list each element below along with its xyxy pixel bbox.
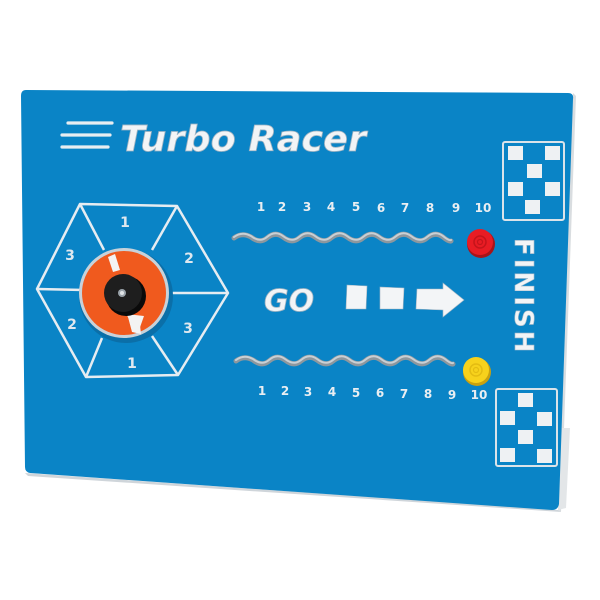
spinner-hexagon	[35, 202, 230, 379]
speed-lines-icon	[60, 121, 114, 149]
checkered-flag-top-icon	[502, 141, 565, 221]
panel-bottom-edge	[25, 473, 561, 512]
spinner-segment-lower-left: 2	[67, 317, 77, 333]
svg-text:2: 2	[281, 384, 289, 398]
red-racer-knob[interactable]	[467, 229, 495, 258]
panel-support	[558, 428, 570, 510]
svg-text:3: 3	[303, 200, 311, 214]
top-wavy-track-highlight	[233, 232, 452, 242]
spinner-segment-bottom: 1	[127, 356, 137, 372]
bottom-track-numbers: 1 2 3 4 5 6 7 8 9 10	[258, 384, 488, 402]
game-panel	[21, 90, 574, 510]
svg-text:4: 4	[327, 200, 335, 214]
svg-text:4: 4	[328, 385, 336, 399]
bottom-wavy-track-highlight	[235, 355, 454, 365]
top-track-numbers: 1 2 3 4 5 6 7 8 9 10	[257, 200, 492, 215]
svg-text:3: 3	[304, 385, 312, 399]
spinner-segment-upper-left: 3	[65, 248, 75, 264]
svg-text:9: 9	[448, 388, 456, 402]
checkered-flag-bottom-icon	[495, 388, 558, 467]
svg-text:2: 2	[278, 200, 286, 214]
yellow-racer-knob[interactable]	[463, 357, 491, 386]
svg-text:1: 1	[258, 384, 266, 398]
spinner-dial[interactable]	[79, 248, 173, 343]
svg-text:6: 6	[376, 386, 384, 400]
svg-text:8: 8	[426, 201, 434, 215]
go-arrow-icon	[345, 282, 465, 318]
go-label: GO	[264, 284, 314, 319]
svg-text:10: 10	[471, 388, 488, 402]
svg-text:10: 10	[475, 201, 492, 215]
svg-text:8: 8	[424, 387, 432, 401]
svg-text:9: 9	[452, 201, 460, 215]
svg-text:5: 5	[352, 200, 360, 214]
svg-text:7: 7	[400, 387, 408, 401]
spinner-segment-top: 1	[120, 215, 130, 231]
game-title: Turbo Racer	[120, 119, 368, 160]
spinner-arrow-icon	[108, 254, 144, 334]
panel-right-edge	[558, 93, 576, 512]
svg-text:5: 5	[352, 386, 360, 400]
finish-label: FINISH	[508, 238, 538, 355]
spinner-segment-upper-right: 2	[184, 251, 194, 267]
svg-text:1: 1	[257, 200, 265, 214]
spinner-segment-lower-right: 3	[183, 321, 193, 337]
svg-text:6: 6	[377, 201, 385, 215]
svg-text:7: 7	[401, 201, 409, 215]
